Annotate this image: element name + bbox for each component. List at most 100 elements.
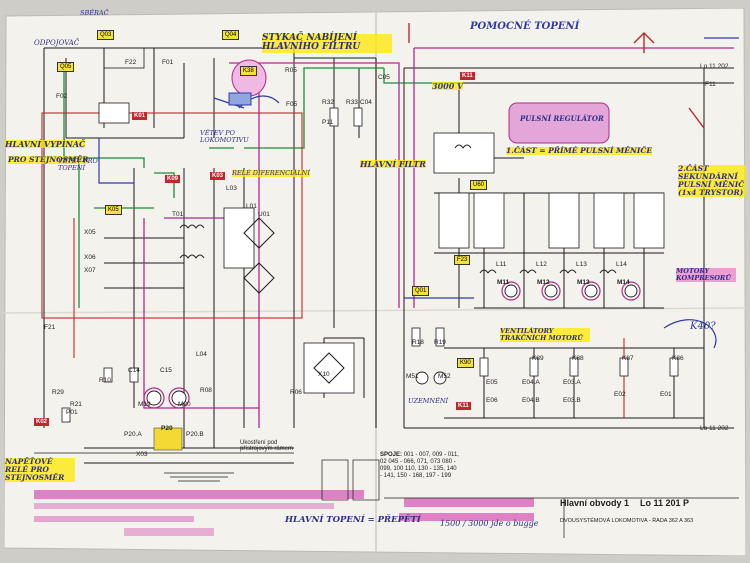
lbl-r18: R18 xyxy=(412,339,424,346)
lbl-r29: R29 xyxy=(52,389,64,396)
lbl-l01: L01 xyxy=(246,203,257,210)
tag-k05: K05 xyxy=(105,205,122,215)
lbl-x06: X06 xyxy=(84,254,96,261)
tag-q04: Q04 xyxy=(222,30,240,40)
lbl-e04b: E04.B xyxy=(522,397,540,404)
lbl-c04: C04 xyxy=(360,99,372,106)
lbl-l13: L13 xyxy=(576,261,587,268)
note-uzemneni: UZEMNĚNÍ xyxy=(408,397,449,405)
lbl-l03: L03 xyxy=(226,185,237,192)
lbl-p20b: P20.B xyxy=(186,431,204,438)
tag-k02: K02 xyxy=(34,418,50,426)
schematic-sheet xyxy=(4,8,746,556)
lbl-m52: M52 xyxy=(438,373,451,380)
lbl-e04a: E04.A xyxy=(522,379,540,386)
note-hlavni-vypinac: HLAVNÍ VYPÍNAČ xyxy=(5,139,86,149)
lbl-l11: L11 xyxy=(496,261,507,268)
lbl-x10: X10 xyxy=(318,371,330,378)
note-rele-diferencialni: RELÉ DIFERENCIÁLNÍ xyxy=(232,169,310,177)
note-cast1: 1.ČÁST = PŘÍMÉ PULSNÍ MĚNIČE xyxy=(506,146,653,155)
lbl-m14: M14 xyxy=(617,279,630,286)
tag-k90: K90 xyxy=(457,358,474,368)
lbl-k89: K89 xyxy=(532,355,544,362)
lbl-x07: X07 xyxy=(84,267,96,274)
lbl-p01: P01 xyxy=(66,409,78,416)
lbl-r33: R33 xyxy=(346,99,358,106)
note-napetove-rele: NAPĚŤOVÉ RELÉ PRO STEJNOSMĚR xyxy=(5,458,75,482)
tag-f23: F23 xyxy=(454,255,471,265)
lbl-r10: R10 xyxy=(99,377,111,384)
company-line: DVOUSYSTÉMOVÁ LOKOMOTIVA - ŘADA 362 A 36… xyxy=(560,518,694,524)
note-3000v: 3000 V xyxy=(432,81,464,91)
lbl-e03b: E03.B xyxy=(563,397,581,404)
lbl-f21: F21 xyxy=(44,324,56,331)
lbl-m19: M19 xyxy=(138,401,151,408)
lbl-k87: K87 xyxy=(622,355,634,362)
tag-k38: K38 xyxy=(240,66,257,76)
lbl-r08: R08 xyxy=(200,387,212,394)
lbl-x05: X05 xyxy=(84,229,96,236)
lbl-r06: R06 xyxy=(290,389,302,396)
lbl-u01: U01 xyxy=(258,211,270,218)
note-stykac: STYKAČ NABÍJENÍ HLAVNÍHO FILTRU xyxy=(262,33,392,53)
lbl-e03a: E03.A xyxy=(563,379,581,386)
lbl-l12: L12 xyxy=(536,261,547,268)
note-hlavni-filtr: HLAVNÍ FILTR xyxy=(360,159,426,169)
tag-k11b: K11 xyxy=(456,402,471,410)
note-pulsni-regulator: PULSNÍ REGULÁTOR xyxy=(520,114,604,123)
note-cast2: 2.ČÁST SEKUNDÁRNÍ PULSNÍ MĚNIČ (1x4 TRYS… xyxy=(678,164,746,197)
tag-k03: K03 xyxy=(210,172,226,180)
lbl-p20a: P20.A xyxy=(124,431,142,438)
lbl-l04: L04 xyxy=(196,351,207,358)
note-ventilatory: VENTILÁTORY TRAKČNÍCH MOTORŮ xyxy=(500,328,590,342)
lbl-p20: P20 xyxy=(161,425,173,432)
lbl-f02: F02 xyxy=(56,93,68,100)
lbl-f11: F11 xyxy=(705,81,716,88)
tag-k09: K09 xyxy=(165,175,181,183)
tag-u60: U60 xyxy=(470,180,488,190)
lbl-m11: M11 xyxy=(497,279,510,286)
tag-k11: K11 xyxy=(460,72,475,80)
lbl-e01: E01 xyxy=(660,391,672,398)
lbl-c05: C05 xyxy=(378,74,390,81)
lbl-m20: M20 xyxy=(178,401,191,408)
lbl-r21: R21 xyxy=(70,401,82,408)
lbl-f05: F05 xyxy=(286,101,298,108)
lbl-c15: C15 xyxy=(160,367,172,374)
lbl-l14: L14 xyxy=(616,261,627,268)
lbl-e06: E06 xyxy=(486,397,498,404)
tag-q01: Q01 xyxy=(412,286,430,296)
note-1500-3000: 1500 / 3000 jde o bugge xyxy=(440,519,539,528)
note-k40: K40? xyxy=(690,321,716,332)
tag-q05: Q05 xyxy=(57,62,75,72)
tag-k01: K01 xyxy=(132,112,148,120)
lbl-lo11202b: Lo 11 202 xyxy=(700,425,729,432)
tag-q03: Q03 xyxy=(97,30,115,40)
lbl-f01: F01 xyxy=(162,59,174,66)
note-ukostreni: Ukostření pod přístrojovým rámem xyxy=(240,440,294,452)
lbl-k88: K88 xyxy=(572,355,584,362)
drawing-number: Lo 11 201 P xyxy=(640,498,690,508)
lbl-f22: F22 xyxy=(125,59,137,66)
note-sberac: SBĚRAČ xyxy=(80,9,109,17)
lbl-m51: M51 xyxy=(406,373,419,380)
lbl-t01: T01 xyxy=(172,211,184,218)
note-pomocne-topeni: POMOCNÉ TOPENÍ xyxy=(470,21,580,32)
spoje-list: SPOJE: 001 - 007, 009 - 011, 02 045 - 06… xyxy=(380,452,459,479)
lbl-m12: M12 xyxy=(537,279,550,286)
note-motory-kompresoru: MOTORY KOMPRESORŮ xyxy=(676,268,736,282)
title-hlavni-obvody: Hlavní obvody 1 xyxy=(560,498,630,508)
lbl-r32: R32 xyxy=(322,99,334,106)
note-pro-stejnosmer: PRO STEJNOSMĚR xyxy=(8,155,89,164)
lbl-c14: C14 xyxy=(128,367,140,374)
lbl-m13: M13 xyxy=(577,279,590,286)
lbl-r05: R05 xyxy=(285,67,297,74)
note-vetev-lokomotivu: VĚTEV PO LOKOMOTIVU xyxy=(200,129,249,144)
note-vetev-topeni: VĚTEV PRO TOPENÍ xyxy=(58,157,98,172)
lbl-e02: E02 xyxy=(614,391,626,398)
lbl-r19: R19 xyxy=(434,339,446,346)
lbl-x03: X03 xyxy=(136,451,148,458)
lbl-p11: P11 xyxy=(322,119,334,126)
lbl-k86: K86 xyxy=(672,355,684,362)
